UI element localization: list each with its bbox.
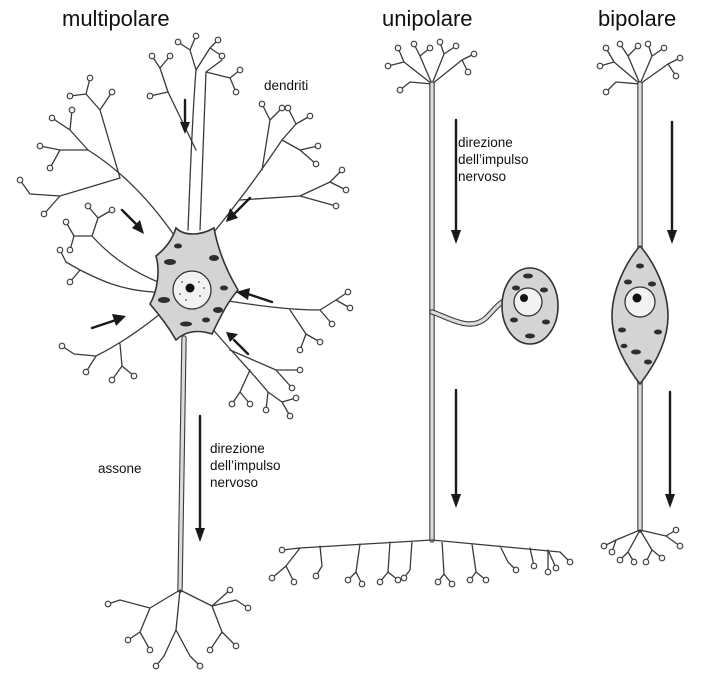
arrow-icon bbox=[90, 314, 126, 330]
arrow-icon bbox=[226, 196, 252, 222]
multipolar-neuron bbox=[16, 32, 354, 670]
unipolar-neuron bbox=[268, 38, 574, 588]
multipolar-impulse-arrows bbox=[90, 98, 274, 542]
label-line: direzione bbox=[458, 135, 513, 150]
label-dendrites: dendriti bbox=[264, 78, 309, 93]
label-impulse-direction-multipolar: direzione dell’impulso nervoso bbox=[210, 440, 281, 491]
arrow-down-icon bbox=[451, 388, 461, 508]
multipolar-dendrites bbox=[16, 32, 354, 420]
arrow-down-icon bbox=[180, 98, 190, 134]
bipolar-cell-body bbox=[611, 244, 669, 386]
label-impulse-direction-unipolar: direzione dell’impulso nervoso bbox=[458, 134, 529, 185]
label-line: dell’impulso bbox=[210, 458, 281, 473]
multipolar-axon-terminals bbox=[104, 586, 252, 670]
title-bipolar: bipolare bbox=[598, 6, 677, 31]
arrow-down-icon bbox=[195, 414, 205, 542]
arrow-down-icon bbox=[665, 390, 675, 508]
label-axon: assone bbox=[98, 461, 142, 476]
multipolar-cell-body bbox=[149, 226, 239, 342]
bipolar-dendrites bbox=[596, 40, 684, 96]
bipolar-axon-terminals bbox=[600, 526, 684, 566]
unipolar-impulse-arrows bbox=[451, 118, 461, 508]
arrow-icon bbox=[236, 288, 274, 304]
multipolar-axon bbox=[177, 335, 187, 593]
arrow-down-icon bbox=[451, 118, 461, 244]
title-multipolar: multipolare bbox=[62, 6, 170, 31]
unipolar-cell-body bbox=[501, 267, 559, 345]
unipolar-axon bbox=[429, 81, 515, 543]
unipolar-dendrites bbox=[384, 38, 478, 94]
label-line: direzione bbox=[210, 441, 265, 456]
arrow-down-icon bbox=[667, 120, 677, 244]
dendrite-terminals bbox=[16, 32, 354, 420]
label-line: nervoso bbox=[458, 169, 507, 184]
title-unipolar: unipolare bbox=[382, 6, 473, 31]
arrow-icon bbox=[226, 332, 250, 356]
bipolar-impulse-arrows bbox=[665, 120, 677, 508]
arrow-icon bbox=[120, 208, 144, 234]
label-line: nervoso bbox=[210, 475, 259, 490]
label-line: dell’impulso bbox=[458, 152, 529, 167]
unipolar-axon-terminals bbox=[268, 539, 574, 588]
bipolar-neuron bbox=[596, 40, 684, 566]
